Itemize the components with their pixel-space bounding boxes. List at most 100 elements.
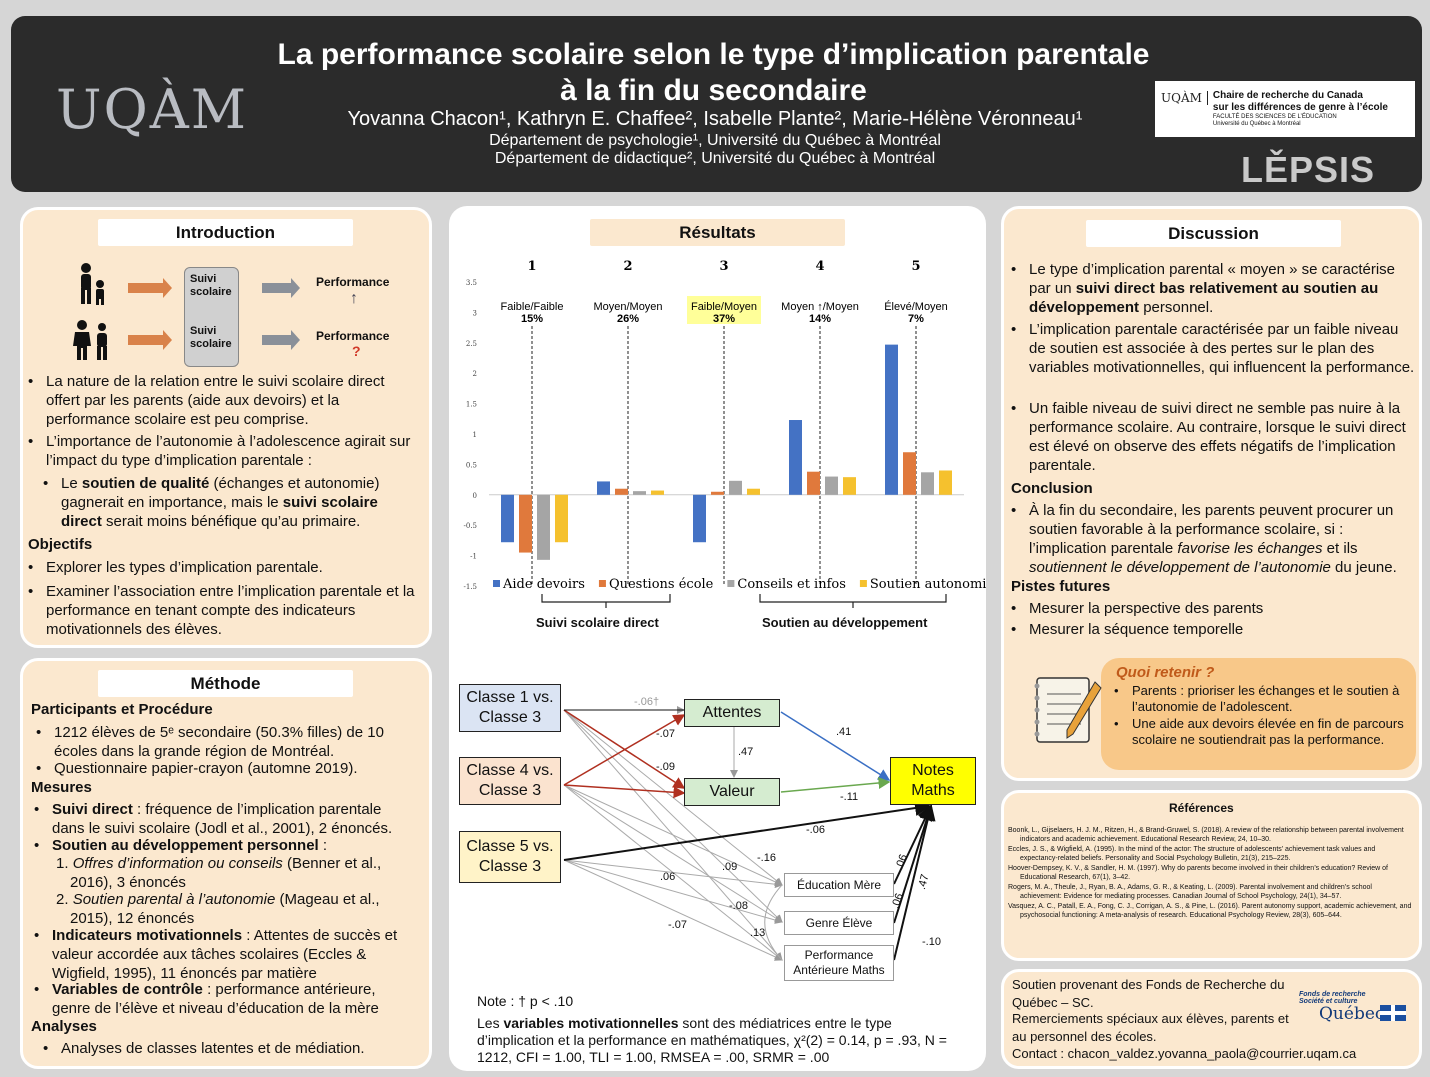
contact-email[interactable]: Contact : chacon_valdez.yovanna_paola@co… bbox=[1012, 1046, 1357, 1061]
objectif-bullet: Explorer les types d’implication parenta… bbox=[28, 558, 416, 577]
education-mere-box: Éducation Mère bbox=[784, 873, 894, 897]
bar bbox=[885, 344, 898, 495]
path-coefficient: -.06 bbox=[806, 824, 825, 836]
bar bbox=[633, 491, 646, 495]
references-panel bbox=[1001, 790, 1422, 961]
path-coefficient: -.07 bbox=[656, 728, 675, 740]
y-tick-label: -1 bbox=[470, 553, 477, 561]
chaire-logo: UQÀM Chaire de recherche du Canada sur l… bbox=[1155, 81, 1415, 137]
y-tick-label: 3.5 bbox=[466, 279, 477, 287]
valeur-box: Valeur bbox=[684, 778, 780, 806]
affiliation-1: Département de psychologie¹, Université … bbox=[489, 132, 941, 149]
group-brackets bbox=[541, 594, 947, 608]
reference-item: Eccles, J. S., & Wigfield, A. (1995). In… bbox=[1008, 846, 1376, 862]
class-label: Faible/Faible bbox=[501, 301, 564, 313]
y-tick-label: 1 bbox=[473, 431, 477, 439]
legend-label: Questions école bbox=[609, 577, 714, 592]
path-coefficient: -.06† bbox=[634, 696, 660, 708]
path-coefficient: -.09 bbox=[656, 761, 675, 773]
frq-logo: Fonds de recherche Société et culture bbox=[1299, 991, 1366, 1005]
authors: Yovanna Chacon¹, Kathryn E. Chaffee², Is… bbox=[347, 108, 1083, 130]
up-arrow-icon: ↑ bbox=[350, 290, 358, 307]
path-coefficient: .13 bbox=[750, 927, 766, 939]
legend-swatch bbox=[859, 580, 867, 587]
y-tick-label: 0.5 bbox=[466, 461, 477, 469]
poster-title-line2: à la fin du secondaire bbox=[560, 74, 867, 107]
quebec-logo: Québec bbox=[1319, 1004, 1385, 1024]
y-tick-label: 0 bbox=[473, 492, 477, 500]
class-number: 4 bbox=[815, 259, 824, 274]
arrow-right-icon bbox=[128, 330, 172, 350]
y-tick-label: -0.5 bbox=[464, 522, 478, 530]
bar bbox=[843, 477, 856, 495]
bar bbox=[921, 472, 934, 495]
bar bbox=[597, 481, 610, 495]
bar bbox=[903, 452, 916, 495]
participants-heading: Participants et Procédure bbox=[31, 701, 213, 718]
question-mark-icon: ? bbox=[352, 343, 361, 359]
path-coefficient: -.11 bbox=[840, 791, 859, 803]
intro-bullet: L’importance de l’autonomie à l’adolesce… bbox=[28, 432, 416, 470]
path-coefficient: .06 bbox=[660, 871, 676, 883]
class-percent: 15% bbox=[521, 313, 543, 325]
uqam-logo: UQÀM bbox=[56, 78, 249, 141]
suivi-scolaire-box bbox=[184, 267, 239, 367]
intro-sub-bullet: Le soutien de qualité (échanges et auton… bbox=[43, 474, 401, 531]
group-label-soutien: Soutien au développement bbox=[762, 615, 928, 630]
classe4-box: Classe 4 vs. Classe 3 bbox=[459, 757, 561, 805]
mesures-heading: Mesures bbox=[31, 779, 92, 796]
legend-label: Soutien autonomie bbox=[870, 577, 986, 592]
bar bbox=[807, 471, 820, 495]
parent-child-icon bbox=[81, 263, 104, 305]
classe1-box: Classe 1 vs. Classe 3 bbox=[459, 684, 561, 732]
legend-swatch bbox=[727, 580, 735, 587]
class-number: 1 bbox=[527, 259, 536, 274]
genre-eleve-box: Genre Élève bbox=[784, 911, 894, 935]
notes-maths-box: Notes Maths bbox=[890, 757, 976, 805]
reference-item: Boonk, L., Gijselaers, H. J. M., Ritzen,… bbox=[1008, 827, 1404, 843]
class-highlight bbox=[687, 296, 761, 324]
poster-header: UQÀM La performance scolaire selon le ty… bbox=[11, 16, 1422, 192]
group-label-suivi: Suivi scolaire direct bbox=[536, 615, 659, 630]
class-percent: 7% bbox=[908, 313, 924, 325]
references-list: Boonk, L., Gijselaers, H. J. M., Ritzen,… bbox=[1008, 826, 1413, 920]
analyses-heading: Analyses bbox=[31, 1018, 97, 1035]
intro-bullet: La nature de la relation entre le suivi … bbox=[28, 372, 416, 429]
bar bbox=[789, 420, 802, 495]
two-people-icon bbox=[73, 320, 107, 360]
pistes-heading: Pistes futures bbox=[1011, 578, 1111, 595]
y-tick-label: 1.5 bbox=[466, 401, 477, 409]
reference-item: Hoover-Dempsey, K. V., & Sandler, H. M. … bbox=[1008, 865, 1389, 881]
funding-text: Soutien provenant des Fonds de Recherche… bbox=[1012, 977, 1285, 1010]
path-coefficient: -.10 bbox=[922, 936, 941, 948]
objectif-bullet: Examiner l’association entre l’implicati… bbox=[28, 582, 421, 639]
bar-chart: 3.532.521.510.50-0.5-1-1.51Faible/Faible… bbox=[464, 259, 987, 592]
class-label: Moyen ↑/Moyen bbox=[781, 301, 859, 313]
class-number: 2 bbox=[623, 259, 632, 274]
y-tick-label: 3 bbox=[473, 309, 477, 317]
path-coefficient: .41 bbox=[836, 726, 852, 738]
bar bbox=[537, 494, 550, 560]
class-percent: 37% bbox=[713, 313, 735, 325]
legend-swatch bbox=[493, 580, 500, 587]
arrow-right-icon bbox=[128, 278, 172, 298]
methode-title: Méthode bbox=[98, 670, 353, 697]
discussion-title: Discussion bbox=[1086, 220, 1341, 247]
class-number: 5 bbox=[911, 259, 920, 274]
path-coefficient: .47 bbox=[738, 746, 754, 758]
bar bbox=[651, 490, 664, 495]
mediation-summary: Les variables motivationnelles sont des … bbox=[477, 1015, 947, 1065]
arrow-right-icon bbox=[262, 278, 300, 298]
funding-panel bbox=[1001, 969, 1422, 1069]
class-label: Moyen/Moyen bbox=[593, 301, 662, 313]
path-coefficient: .09 bbox=[722, 861, 738, 873]
bar bbox=[747, 488, 760, 495]
bar bbox=[711, 491, 724, 495]
legend-label: Aide devoirs bbox=[502, 577, 585, 592]
bar bbox=[939, 470, 952, 495]
class-label: Faible/Moyen bbox=[691, 301, 757, 313]
resultats-title: Résultats bbox=[590, 219, 845, 246]
legend-swatch bbox=[598, 580, 606, 587]
poster-title-line1: La performance scolaire selon le type d’… bbox=[277, 38, 1150, 71]
class-percent: 26% bbox=[617, 313, 639, 325]
